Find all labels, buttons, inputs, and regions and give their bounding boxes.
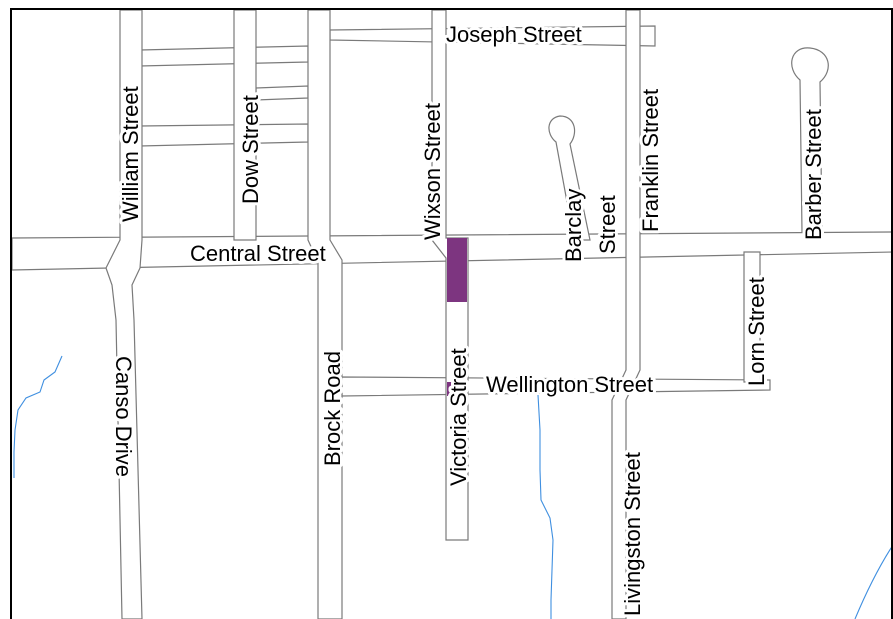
franklin-livingston-road <box>611 9 641 619</box>
victoria-highlight-lower <box>447 382 467 396</box>
stream-central <box>537 394 554 619</box>
label-dow-street: Dow Street <box>238 95 263 204</box>
label-wellington-street: Wellington Street <box>486 372 653 397</box>
label-franklin-street: Franklin Street <box>638 89 663 232</box>
highlighted-segment <box>447 238 467 396</box>
william-canso-road <box>105 9 143 619</box>
map-frame <box>10 8 893 619</box>
cross-street-2 <box>139 123 309 147</box>
label-barclay-line2: Street <box>595 195 620 254</box>
lorn-street-road <box>743 251 761 383</box>
barber-street-road <box>791 47 829 233</box>
label-livingston-street: Livingston Street <box>620 452 645 616</box>
label-barber-street: Barber Street <box>801 109 826 240</box>
label-barclay-line1: Barclay <box>561 189 586 262</box>
barclay-street-road <box>548 115 591 241</box>
label-brock-road: Brock Road <box>320 351 345 466</box>
stream-west <box>13 355 63 478</box>
label-central-street: Central Street <box>190 241 326 266</box>
cross-street-3 <box>255 85 309 101</box>
victoria-highlight-upper <box>447 238 467 302</box>
cross-street-1 <box>139 45 309 67</box>
label-lorn-street: Lorn Street <box>744 277 769 386</box>
roads-vertical <box>105 9 829 619</box>
label-canso-drive: Canso Drive <box>111 356 136 477</box>
brock-road <box>307 9 343 619</box>
label-william-street: William Street <box>118 86 143 222</box>
stream-east-arc <box>854 544 893 619</box>
water-features <box>13 355 893 619</box>
street-labels: Joseph Street William Street Dow Street … <box>108 19 829 619</box>
label-joseph-street: Joseph Street <box>446 22 582 47</box>
label-wixson-street: Wixson Street <box>420 103 445 240</box>
label-victoria-street: Victoria Street <box>446 348 471 486</box>
